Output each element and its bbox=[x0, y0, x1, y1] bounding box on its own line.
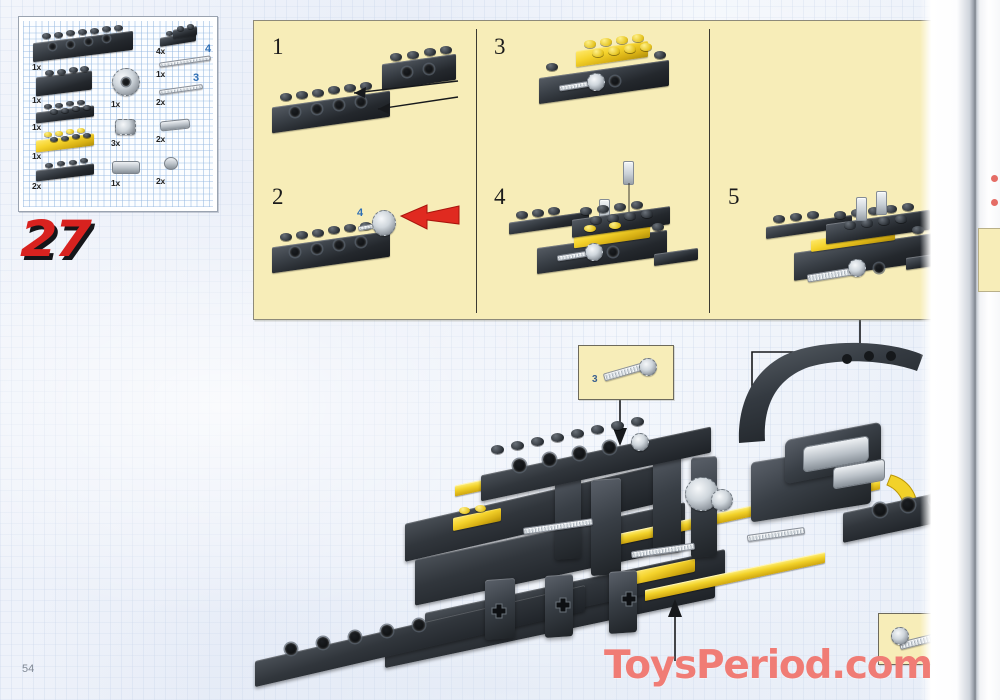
sub-step-panel: 1 bbox=[253, 20, 953, 320]
part-connector-bush bbox=[112, 161, 140, 174]
part-qty: 3x bbox=[111, 138, 121, 148]
part-qty: 1x bbox=[32, 151, 42, 161]
assembly-arrow-icon bbox=[353, 80, 459, 114]
part-qty: 1x bbox=[32, 95, 42, 105]
substep-number-1: 1 bbox=[272, 34, 284, 59]
step-number-badge: 27 bbox=[20, 210, 92, 268]
part-bush-half bbox=[164, 157, 178, 170]
callout-bush-part bbox=[639, 358, 657, 376]
axle-hole-icon bbox=[555, 597, 571, 613]
part-qty: 1x bbox=[156, 69, 166, 79]
callout-up-arrow-icon bbox=[668, 599, 682, 661]
parts-inventory-box: 1x 1x 1x bbox=[18, 16, 218, 212]
parts-inventory-grid: 1x 1x 1x bbox=[23, 21, 213, 207]
axle-length-label: 4 bbox=[205, 43, 212, 55]
panel-divider bbox=[709, 29, 710, 313]
part-axle-4 bbox=[158, 55, 212, 68]
part-qty: 1x bbox=[32, 122, 42, 132]
axle-hole-icon bbox=[621, 591, 637, 607]
part-qty: 2x bbox=[156, 176, 166, 186]
gear-icon bbox=[711, 489, 733, 511]
axle-hole-icon bbox=[491, 603, 507, 619]
substep-number-3: 3 bbox=[494, 34, 506, 59]
gear-icon bbox=[372, 210, 396, 236]
curved-body-panel bbox=[738, 342, 923, 443]
part-qty: 2x bbox=[156, 97, 166, 107]
main-chassis-assembly bbox=[255, 335, 970, 690]
part-axle-3 bbox=[158, 83, 204, 96]
part-qty: 1x bbox=[111, 99, 121, 109]
part-qty: 2x bbox=[32, 181, 42, 191]
red-arrow-icon bbox=[399, 204, 460, 230]
page-gutter bbox=[920, 0, 1000, 700]
grey-pin bbox=[876, 191, 887, 215]
page-number: 54 bbox=[22, 663, 35, 675]
part-qty: 1x bbox=[111, 178, 121, 188]
part-axle-pin-connector bbox=[159, 118, 191, 132]
part-qty: 1x bbox=[32, 62, 42, 72]
axle-length-label: 3 bbox=[193, 72, 200, 84]
callout-bush-part bbox=[891, 627, 909, 645]
substep-2-callout-number: 4 bbox=[357, 207, 364, 219]
next-page-panel-edge bbox=[978, 228, 1000, 292]
part-gear-8-tooth bbox=[115, 119, 136, 135]
grey-pin bbox=[623, 161, 634, 185]
callout-axle-top: 3 bbox=[578, 345, 674, 400]
panel-divider bbox=[476, 29, 477, 313]
substep-number-4: 4 bbox=[494, 184, 506, 209]
part-qty: 4x bbox=[156, 46, 166, 56]
substep-number-5: 5 bbox=[728, 184, 740, 209]
next-page-marks bbox=[991, 175, 998, 223]
callout-part-label: 3 bbox=[592, 374, 598, 385]
part-qty: 2x bbox=[156, 134, 166, 144]
site-watermark: ToysPeriod.com bbox=[604, 643, 933, 688]
substep-number-2: 2 bbox=[272, 184, 284, 209]
grey-pin bbox=[856, 197, 867, 221]
gear-axle-hole bbox=[122, 78, 130, 86]
